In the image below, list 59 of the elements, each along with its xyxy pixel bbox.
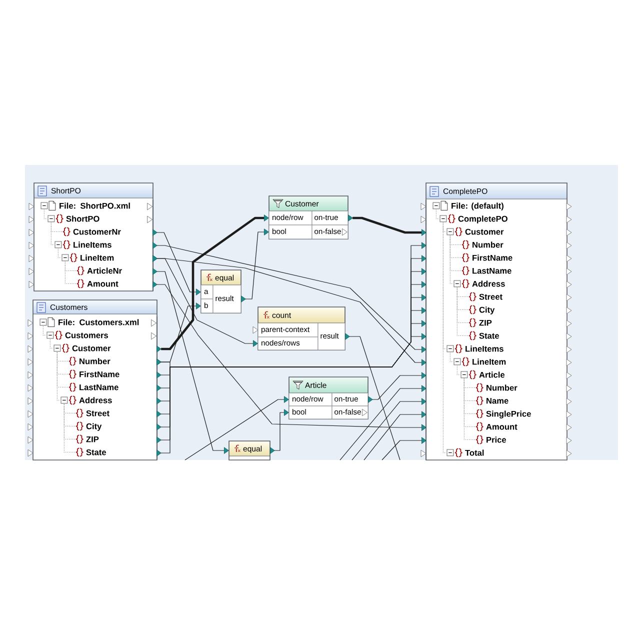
tree-item: ZIP: [86, 433, 158, 447]
tree-item: File: ShortPO.xml: [60, 200, 154, 214]
connector-line: [152, 229, 201, 296]
tree-item: File: Customers.xml: [58, 316, 158, 330]
tree-item: Amount: [87, 278, 154, 292]
tree-item: FirstName: [426, 252, 512, 266]
tree-item: CustomerNr: [73, 226, 154, 240]
connector-line: [152, 281, 426, 431]
connector-line: [156, 294, 426, 418]
connector-line: [156, 268, 426, 392]
connector-line: [241, 228, 269, 302]
tree-item: Price: [426, 434, 506, 448]
tree-item: ZIP: [426, 316, 492, 330]
tree-item: City: [86, 420, 158, 434]
connector-line: [340, 385, 426, 460]
tree-item: ShortPO: [66, 212, 154, 226]
tree-item: Number: [80, 355, 158, 369]
connector-line: [152, 255, 258, 347]
connector-line: [156, 333, 426, 456]
connector-line: [364, 411, 426, 460]
tree-item: LineItems: [74, 238, 154, 252]
connector-line: [156, 320, 426, 444]
tree-item: City: [426, 304, 495, 318]
connector-line: [184, 396, 289, 460]
tree-item: Number: [426, 382, 518, 396]
connector-line: [270, 409, 289, 454]
tree-item: Total: [426, 446, 484, 460]
tree-item: State: [426, 330, 499, 344]
connector-line: [156, 307, 426, 430]
tree-item: Street: [426, 290, 502, 304]
tree-item: LineItems: [426, 342, 504, 356]
tree-item: File: (default): [426, 200, 504, 214]
tree-item: FirstName: [80, 368, 158, 382]
tree-item: LastName: [80, 381, 158, 395]
tree-item: Amount: [426, 420, 518, 434]
tree-item: State: [86, 446, 158, 460]
tree-item: Street: [86, 407, 158, 421]
tree-item: CompletePO: [426, 212, 508, 226]
tree-item: LastName: [426, 264, 512, 278]
tree-item: SinglePrice: [426, 408, 531, 422]
tree-item: Customer: [72, 342, 158, 356]
tree-item: ArticleNr: [87, 264, 154, 278]
tree-item: Article: [426, 368, 505, 382]
connector-line: [348, 214, 426, 236]
connector-line: [352, 398, 426, 460]
connector-line: [382, 437, 426, 460]
tree-item: LineItem: [80, 252, 154, 266]
tree-item: Name: [426, 394, 508, 408]
connector-line: [152, 268, 229, 454]
connector-line: [345, 333, 400, 460]
tree-item: LineItem: [426, 356, 506, 370]
tree-item: Address: [426, 278, 505, 292]
connector-line: [156, 214, 269, 352]
tree-item: Customers: [65, 329, 158, 343]
tree-item: Customer: [426, 226, 504, 240]
tree-item: Number: [426, 238, 504, 252]
connector-line: [156, 281, 426, 404]
tree-item: Address: [79, 394, 158, 408]
connector-line: [368, 372, 426, 403]
